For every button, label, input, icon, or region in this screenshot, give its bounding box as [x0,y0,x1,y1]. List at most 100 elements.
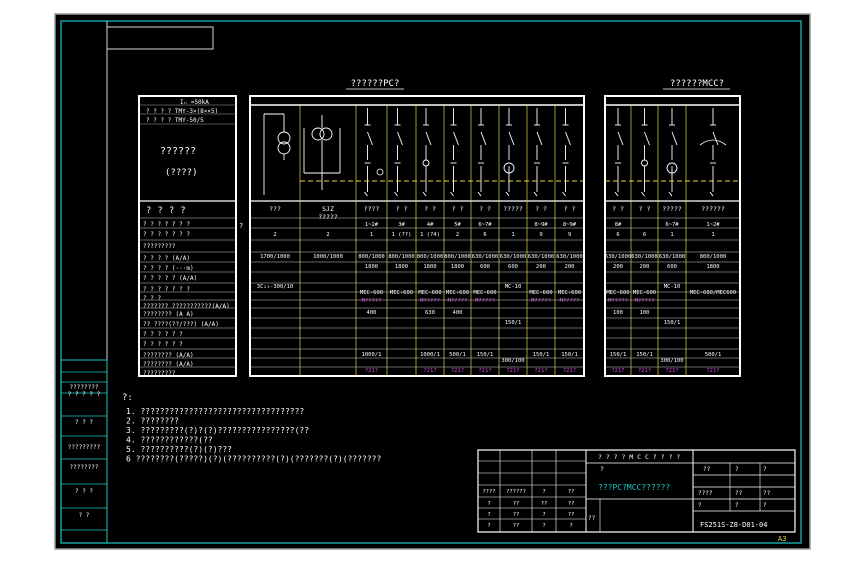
pc-col10-r1: 8~9# [563,222,577,228]
sheet-outer-border [54,13,811,550]
pc-col2-r3: 1000/1000 [313,254,343,260]
bus-coupler-icon [376,168,384,176]
mcc-feeder-4 [709,108,719,197]
pc-col3-r12: ?21? [365,368,378,374]
pc-col10-r4: 200 [565,264,575,270]
tb-cell-b1: ???? [698,490,713,497]
pc-col8-r12: ?21? [506,368,519,374]
pc-col6-r12: ?21? [451,368,464,374]
pc-panel: ???21700/10003C₁₁-300/10SJZ?????21000/10… [249,95,585,377]
tb-left-cell-15: ? [542,523,545,529]
pc-col7-r3: 630/1000 [472,254,499,260]
pc-col7-r4: 600 [480,264,490,270]
pc-col4-r3: 800/1000 [388,254,415,260]
pc-col6-r4: 1800 [451,264,464,270]
pc-col3-r1: 1~2# [365,222,379,228]
pc-col9-r10: 150/1 [533,352,550,358]
tb-cell-c1: ? [698,502,702,509]
mcc-dual-supply-arc [699,139,727,146]
pc-col6-r3: 800/1000 [444,254,471,260]
pc-col8-r11: 300/100 [501,358,524,364]
revision-strip-row-1: ? ? ? ? ? [68,391,101,398]
tb-drawing-title: ???PC?MCC?????? [598,483,670,492]
pc-col10-r3: 630/1000 [556,254,583,260]
pc-col6-header: ? ? [452,205,464,213]
mcc-col1-header: ? ? [612,205,624,213]
pc-col1-r3: 1700/1000 [260,254,290,260]
pc-col5-r6: MEC-600 [418,290,441,296]
notes-heading: ?: [122,393,133,403]
pc-col10-r7: M????? [560,298,580,304]
pc-col3-r4: 1800 [365,264,378,270]
notes-block: ?: 1. ??????????????????????????????????… [122,393,381,464]
mcc-col3-r12: ?21? [665,368,678,374]
mcc-col3-r5: MC-10 [664,284,681,290]
mcc-feeder-2 [641,108,650,197]
pc-col5-header: ? ? [424,205,436,213]
mcc-panel: ? ?8#6630/1000200MEC-600M?????100150/1?2… [604,95,741,377]
pc-col9-r12: ?21? [534,368,547,374]
pc-feeder-5 [477,108,487,197]
pc-col9-r4: 200 [536,264,546,270]
tb-left-cell-3: ? [542,489,545,495]
mcc-col2-r4: 200 [640,264,650,270]
pc-col6-r8: 400 [453,310,463,316]
mcc-col2-r8: 100 [640,310,650,316]
tb-project-suffix: ? [600,465,604,473]
tb-cell-c3: ? [763,502,767,509]
label-row-9: ??????? ???????????(A/A) [143,303,230,310]
mcc-col3-r3: 630/1000 [659,254,686,260]
mcc-col4-r2: 1 [711,232,714,238]
pc-col4-r1: 3# [398,222,405,228]
pc-col2-header: SJZ [322,205,334,213]
mcc-section-title: ??????MCC? [670,79,724,89]
tb-cell-a1: ?? [703,466,711,473]
mcc-col2-r7: M????? [635,298,655,304]
mcc-col3-r1: 6~7# [665,222,679,228]
tb-left-cell-9: ? [487,512,490,518]
label-top-1: Iₙ =50kA [180,99,209,106]
pc-col6-r1: 5# [454,222,461,228]
note-line-3: 3. ?????????(?)?(?)????????????????(?? [126,426,309,435]
pc-col3-r10: 1000/1 [362,352,382,358]
revision-strip-row-6: ? ? [79,512,90,519]
pc-col6-r6: MEC-600 [446,290,469,296]
pc-feeder-8 [562,108,571,197]
mcc-col4-r10: 500/1 [705,352,722,358]
mcc-col2-r10: 150/1 [636,352,653,358]
label-row-10: ???????? (A A) [143,311,194,318]
mcc-feeder-1 [614,108,624,197]
sheet-border [60,20,802,544]
revision-strip: ????????? ? ? ? ?? ? ???????????????????… [60,359,108,544]
label-row-2: ? ? ? ? ? ? ? [143,231,190,238]
pc-feeder-6 [503,108,515,197]
pc-col8-r2: 1 [511,232,514,238]
tb-left-cell-14: ?? [513,523,520,529]
pc-col7-r6: MEC-600 [473,290,496,296]
pc-col5-r3: 800/1000 [417,254,444,260]
tb-left-cell-5: ? [487,501,490,507]
mcc-col2-r2: 6 [643,232,646,238]
pc-col9-r6: MEC-600 [529,290,552,296]
revision-strip-row-3: ????????? [68,444,101,451]
pc-col4-r2: 1 (??) [392,232,412,238]
pc-feeder-2 [394,108,403,197]
transformer-symbol [263,113,341,195]
paper-size: A3 [778,535,786,543]
mcc-col3-r9: 150/1 [664,320,681,326]
pc-col4-header: ? ? [396,205,408,213]
mcc-col4-r12: ?21? [706,368,719,374]
pc-col10-header: ? ? [564,205,576,213]
tb-left-cell-7: ?? [541,501,548,507]
pc-col8-r3: 630/1000 [500,254,527,260]
label-row-16: ????????? [143,370,176,377]
label-main: ?????? [160,146,196,157]
pc-col3-header: ???? [364,205,380,213]
revision-strip-row-2: ? ? ? [75,419,93,426]
pc-col1-header: ??? [269,205,281,213]
note-line-2: 2. ???????? [126,417,179,426]
tb-left-cell-12: ?? [568,512,575,518]
tb-left-cell-11: ? [542,512,545,518]
